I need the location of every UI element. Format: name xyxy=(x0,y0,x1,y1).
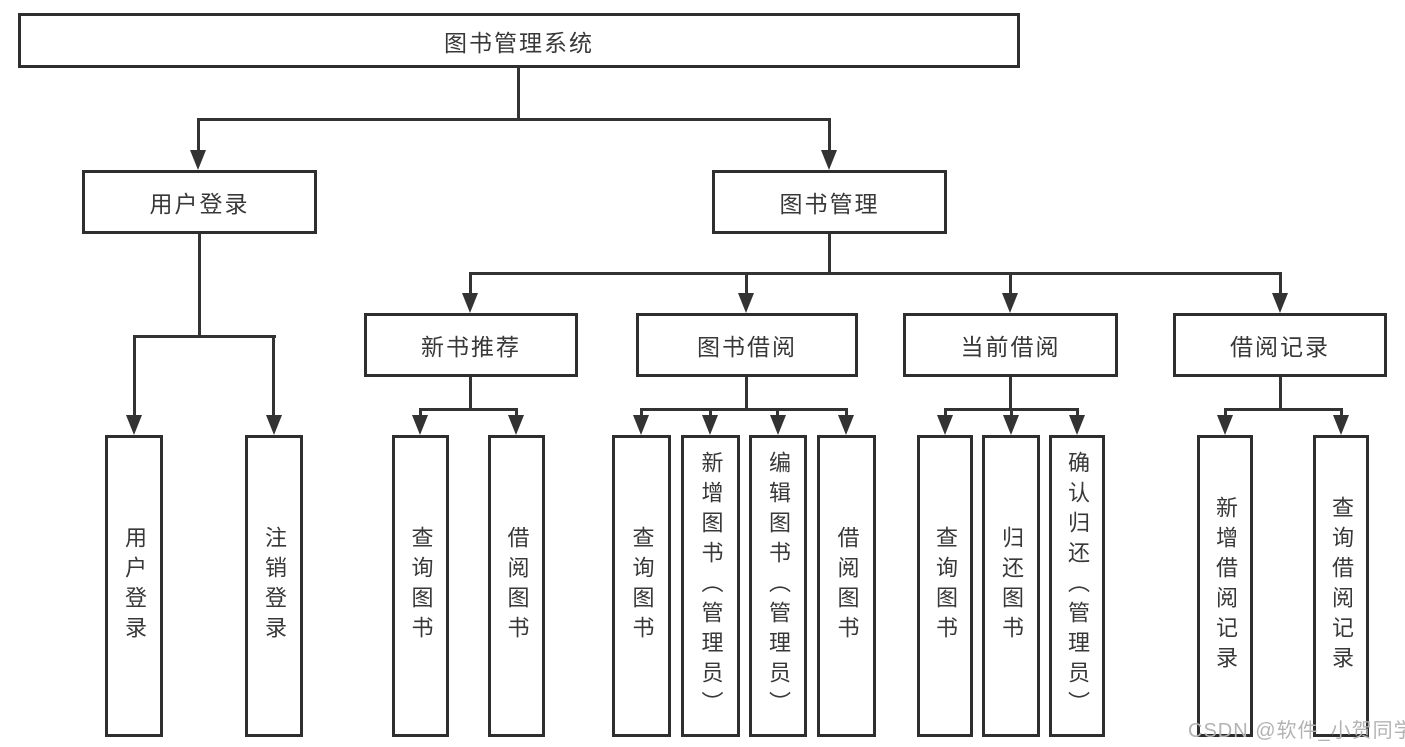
connector-line xyxy=(1224,408,1227,418)
leaf-label: 注销登录 xyxy=(262,526,287,646)
leaf-label: 确认归还（管理员） xyxy=(1065,451,1090,721)
connector-line xyxy=(1010,408,1013,418)
arrow-down-icon xyxy=(508,415,524,435)
node-borrowing-records: 借阅记录 xyxy=(1173,313,1387,377)
node-book-management: 图书管理 xyxy=(712,170,947,234)
leaf-records-add-borrow-record: 新增借阅记录 xyxy=(1197,435,1253,737)
arrow-down-icon xyxy=(821,150,837,170)
leaf-label: 借阅图书 xyxy=(834,526,860,646)
connector-line xyxy=(133,335,276,338)
leaf-newbook-borrow-books: 借阅图书 xyxy=(488,435,545,737)
connector-line xyxy=(1224,408,1342,411)
connector-line xyxy=(828,118,831,152)
leaf-label: 借阅图书 xyxy=(504,526,530,646)
leaf-current-confirm-return-admin: 确认归还（管理员） xyxy=(1049,435,1105,737)
leaf-label: 查询图书 xyxy=(933,526,958,646)
connector-line xyxy=(745,377,748,410)
arrow-down-icon xyxy=(266,415,282,435)
connector-line xyxy=(944,408,947,418)
connector-line xyxy=(197,118,200,152)
leaf-borrow-query-books: 查询图书 xyxy=(612,435,671,737)
arrow-down-icon xyxy=(1333,415,1349,435)
arrow-down-icon xyxy=(702,415,718,435)
connector-line xyxy=(515,408,518,418)
arrow-down-icon xyxy=(1003,415,1019,435)
connector-line xyxy=(517,68,520,120)
connector-line xyxy=(845,408,848,418)
arrow-down-icon xyxy=(1069,415,1085,435)
leaf-user-login: 用户登录 xyxy=(105,435,163,737)
leaf-current-return-books: 归还图书 xyxy=(982,435,1040,737)
node-book-borrowing: 图书借阅 xyxy=(636,313,858,377)
connector-line xyxy=(419,408,518,411)
arrow-down-icon xyxy=(838,415,854,435)
leaf-label: 编辑图书（管理员） xyxy=(766,451,791,721)
node-current-borrowing: 当前借阅 xyxy=(903,313,1118,377)
leaf-label: 查询图书 xyxy=(408,526,434,646)
connector-line xyxy=(776,408,779,418)
connector-line xyxy=(469,377,472,410)
connector-line xyxy=(1340,408,1343,418)
connector-line xyxy=(1279,377,1282,410)
node-user-login: 用户登录 xyxy=(82,170,317,234)
connector-line xyxy=(198,234,201,337)
node-library-management-system: 图书管理系统 xyxy=(18,13,1020,68)
leaf-label: 新增借阅记录 xyxy=(1213,496,1238,676)
leaf-current-query-books: 查询图书 xyxy=(917,435,973,737)
leaf-label: 归还图书 xyxy=(999,526,1024,646)
leaf-borrow-borrow-books: 借阅图书 xyxy=(817,435,876,737)
arrow-down-icon xyxy=(633,415,649,435)
connector-line xyxy=(419,408,422,418)
arrow-down-icon xyxy=(1272,293,1288,313)
leaf-newbook-query-books: 查询图书 xyxy=(392,435,449,737)
arrow-down-icon xyxy=(412,415,428,435)
arrow-down-icon xyxy=(937,415,953,435)
connector-line xyxy=(197,118,831,121)
connector-line xyxy=(133,335,136,417)
connector-line xyxy=(745,272,748,295)
arrow-down-icon xyxy=(738,293,754,313)
connector-line xyxy=(1009,377,1012,410)
connector-line xyxy=(709,408,712,418)
leaf-label: 用户登录 xyxy=(122,526,147,646)
connector-line xyxy=(640,408,643,418)
connector-line xyxy=(1279,272,1282,295)
watermark: CSDN @软件_小贺同学 xyxy=(1188,720,1405,742)
connector-line xyxy=(828,234,831,274)
leaf-borrow-edit-books-admin: 编辑图书（管理员） xyxy=(749,435,807,737)
connector-line xyxy=(1076,408,1079,418)
connector-line xyxy=(469,272,1282,275)
connector-line xyxy=(469,272,472,295)
arrow-down-icon xyxy=(770,415,786,435)
connector-line xyxy=(640,408,848,411)
leaf-label: 新增图书（管理员） xyxy=(698,451,724,721)
arrow-down-icon xyxy=(190,150,206,170)
leaf-records-query-borrow-record: 查询借阅记录 xyxy=(1313,435,1369,737)
leaf-borrow-add-books-admin: 新增图书（管理员） xyxy=(681,435,740,737)
node-new-book-recommendation: 新书推荐 xyxy=(364,313,578,377)
leaf-label: 查询借阅记录 xyxy=(1329,496,1354,676)
arrow-down-icon xyxy=(1002,293,1018,313)
connector-line xyxy=(1009,272,1012,295)
connector-line xyxy=(272,335,275,417)
arrow-down-icon xyxy=(126,415,142,435)
leaf-label: 查询图书 xyxy=(629,526,655,646)
arrow-down-icon xyxy=(1217,415,1233,435)
arrow-down-icon xyxy=(462,293,478,313)
leaf-logout: 注销登录 xyxy=(245,435,303,737)
